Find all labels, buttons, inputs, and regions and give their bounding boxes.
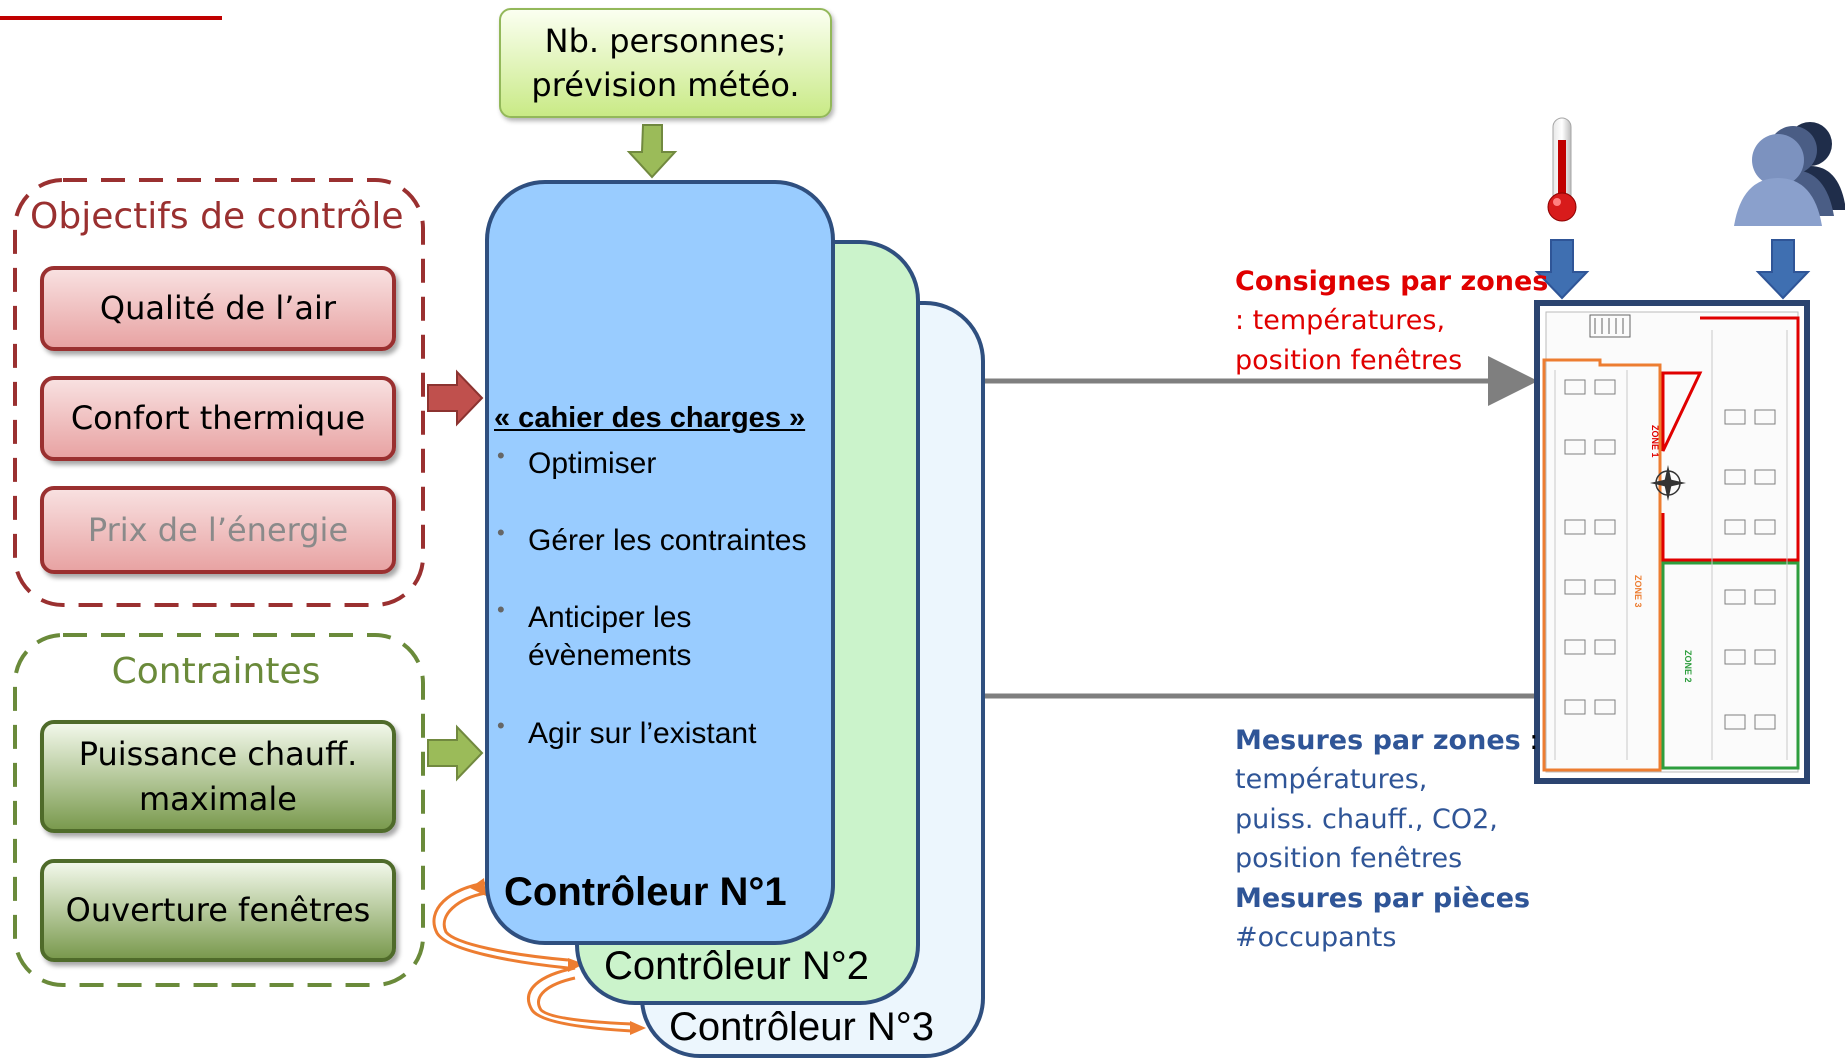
thermometer-icon <box>1547 117 1577 222</box>
title-underline-bar <box>0 0 222 20</box>
setpoints-text: Consignes par zones : températures, posi… <box>1235 262 1548 380</box>
setpoints-line-2: position fenêtres <box>1235 344 1463 376</box>
bullet-dot: • <box>497 443 505 468</box>
people-down-arrow <box>1755 239 1811 300</box>
zone-measures-heading-row: Mesures par zones : <box>1235 721 1538 760</box>
bullet-dot: • <box>497 713 505 738</box>
people-icon <box>1734 122 1845 226</box>
inputs-box: Nb. personnes; prévision météo. <box>499 8 832 118</box>
floor-plan <box>1534 300 1810 784</box>
zone-1-label: ZONE 1 <box>1650 425 1660 458</box>
room-measures-heading: Mesures par pièces <box>1235 882 1531 914</box>
controller-1-card: Contrôleur N°1 <box>485 180 835 945</box>
zone-2-label: ZONE 2 <box>1683 650 1693 683</box>
constraints-arrow <box>427 724 484 782</box>
objectives-arrow <box>427 369 484 427</box>
zone-3-label: ZONE 3 <box>1633 575 1643 608</box>
setpoints-heading-row: Consignes par zones <box>1235 262 1548 301</box>
inputs-arrow <box>626 124 678 179</box>
thermometer-down-arrow <box>1534 239 1590 300</box>
spec-bullet-text: Anticiper les évènements <box>528 601 692 672</box>
measures-text: Mesures par zones : températures, puiss.… <box>1235 721 1538 957</box>
constraints-title: Contraintes <box>111 651 321 692</box>
air-quality-box: Qualité de l’air <box>40 266 396 351</box>
objectives-title: Objectifs de contrôle <box>30 196 404 237</box>
spec-bullet-text: Gérer les contraintes <box>528 524 807 557</box>
bullet-dot: • <box>497 520 505 545</box>
zone-measures-separator: : <box>1520 725 1539 756</box>
zone-measures-heading: Mesures par zones <box>1235 725 1521 756</box>
spec-title: « cahier des charges » <box>494 402 806 434</box>
zone-measure-line: position fenêtres <box>1235 843 1463 875</box>
zone-measure-line: puiss. chauff., CO2, <box>1235 803 1498 835</box>
max-heating-power-box: Puissance chauff. maximale <box>40 720 396 833</box>
constraints-group-outline <box>13 633 425 987</box>
objectives-group-outline <box>13 178 425 607</box>
room-measure-line: #occupants <box>1235 922 1397 954</box>
zone-measure-line: températures, <box>1235 764 1428 796</box>
controller-1-label: Contrôleur N°1 <box>504 870 787 914</box>
energy-price-box: Prix de l’énergie <box>40 486 396 574</box>
setpoints-line-1: : températures, <box>1235 305 1446 337</box>
spec-bullet-text: Agir sur l’existant <box>528 717 757 750</box>
thermal-comfort-box: Confort thermique <box>40 376 396 461</box>
setpoints-heading: Consignes par zones <box>1235 266 1549 297</box>
window-opening-box: Ouverture fenêtres <box>40 859 396 962</box>
spec-bullet-text: Optimiser <box>528 447 657 480</box>
controller-2-label: Contrôleur N°2 <box>604 944 869 988</box>
room-measures-heading-row: Mesures par pièces <box>1235 879 1538 918</box>
controller-3-label: Contrôleur N°3 <box>669 1005 934 1049</box>
bullet-dot: • <box>497 597 505 622</box>
